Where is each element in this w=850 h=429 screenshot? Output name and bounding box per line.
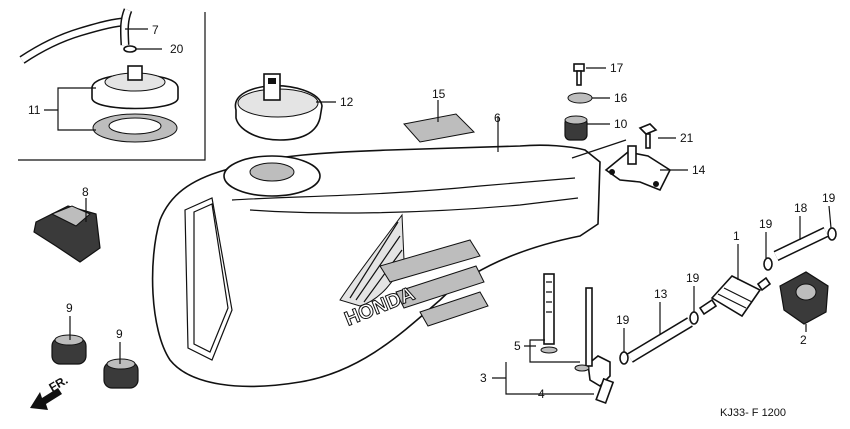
leader-lines xyxy=(44,28,832,395)
callout-19d: 19 xyxy=(822,191,836,205)
callout-11: 11 xyxy=(28,103,41,117)
callout-4: 4 xyxy=(538,387,545,401)
callout-9a: 9 xyxy=(66,301,73,315)
callout-19c: 19 xyxy=(759,217,773,231)
callout-21: 21 xyxy=(680,131,694,145)
fuel-hose-13[interactable] xyxy=(627,317,693,363)
callout-13: 13 xyxy=(654,287,668,301)
callout-12: 12 xyxy=(340,95,354,109)
diagram-code: KJ33- F 1200 xyxy=(720,407,786,419)
callout-9b: 9 xyxy=(116,327,123,341)
callout-labels: 7 20 11 12 15 6 17 16 10 21 14 8 9 9 19 … xyxy=(28,23,836,401)
callout-17: 17 xyxy=(610,61,624,75)
fuel-hose-18[interactable] xyxy=(773,227,829,261)
grommet-10[interactable] xyxy=(564,115,588,141)
fuel-cap[interactable] xyxy=(234,73,323,141)
callout-1: 1 xyxy=(733,229,740,243)
bolt-17[interactable] xyxy=(573,63,585,86)
callout-3: 3 xyxy=(480,371,487,385)
callout-19a: 19 xyxy=(616,313,630,327)
callout-19b: 19 xyxy=(686,271,700,285)
inset-frame xyxy=(18,12,206,161)
cushion-9a[interactable] xyxy=(51,334,87,365)
clip-19d[interactable] xyxy=(827,227,837,241)
clip-19c[interactable] xyxy=(763,257,773,271)
callout-10: 10 xyxy=(614,117,628,131)
callout-5: 5 xyxy=(514,339,521,353)
caution-label[interactable] xyxy=(403,113,476,143)
callout-18: 18 xyxy=(794,201,808,215)
cushion-9b[interactable] xyxy=(103,358,139,389)
clip-19b[interactable] xyxy=(689,311,699,325)
bracket-8[interactable] xyxy=(33,205,101,263)
fuel-cap-inset[interactable] xyxy=(91,65,179,143)
fuel-valve[interactable] xyxy=(540,273,615,405)
callout-6: 6 xyxy=(494,111,501,125)
callout-8: 8 xyxy=(82,185,89,199)
front-direction-arrow: FR. xyxy=(30,373,70,410)
fuel-filter[interactable] xyxy=(698,275,772,318)
callout-16: 16 xyxy=(614,91,628,105)
filter-holder[interactable] xyxy=(779,271,829,325)
callout-15: 15 xyxy=(432,87,446,101)
clip-19a[interactable] xyxy=(619,351,629,365)
tube-clip[interactable] xyxy=(123,45,137,53)
callout-14: 14 xyxy=(692,163,706,177)
callout-20: 20 xyxy=(170,42,184,56)
bolt-21[interactable] xyxy=(638,123,658,149)
bracket-14[interactable] xyxy=(604,145,672,192)
front-marker-label: FR. xyxy=(47,373,71,395)
callout-2: 2 xyxy=(800,333,807,347)
washer-16[interactable] xyxy=(567,92,593,104)
callout-7: 7 xyxy=(152,23,159,37)
fuel-tank[interactable]: HONDA xyxy=(151,144,601,388)
breather-tube[interactable] xyxy=(19,8,133,64)
